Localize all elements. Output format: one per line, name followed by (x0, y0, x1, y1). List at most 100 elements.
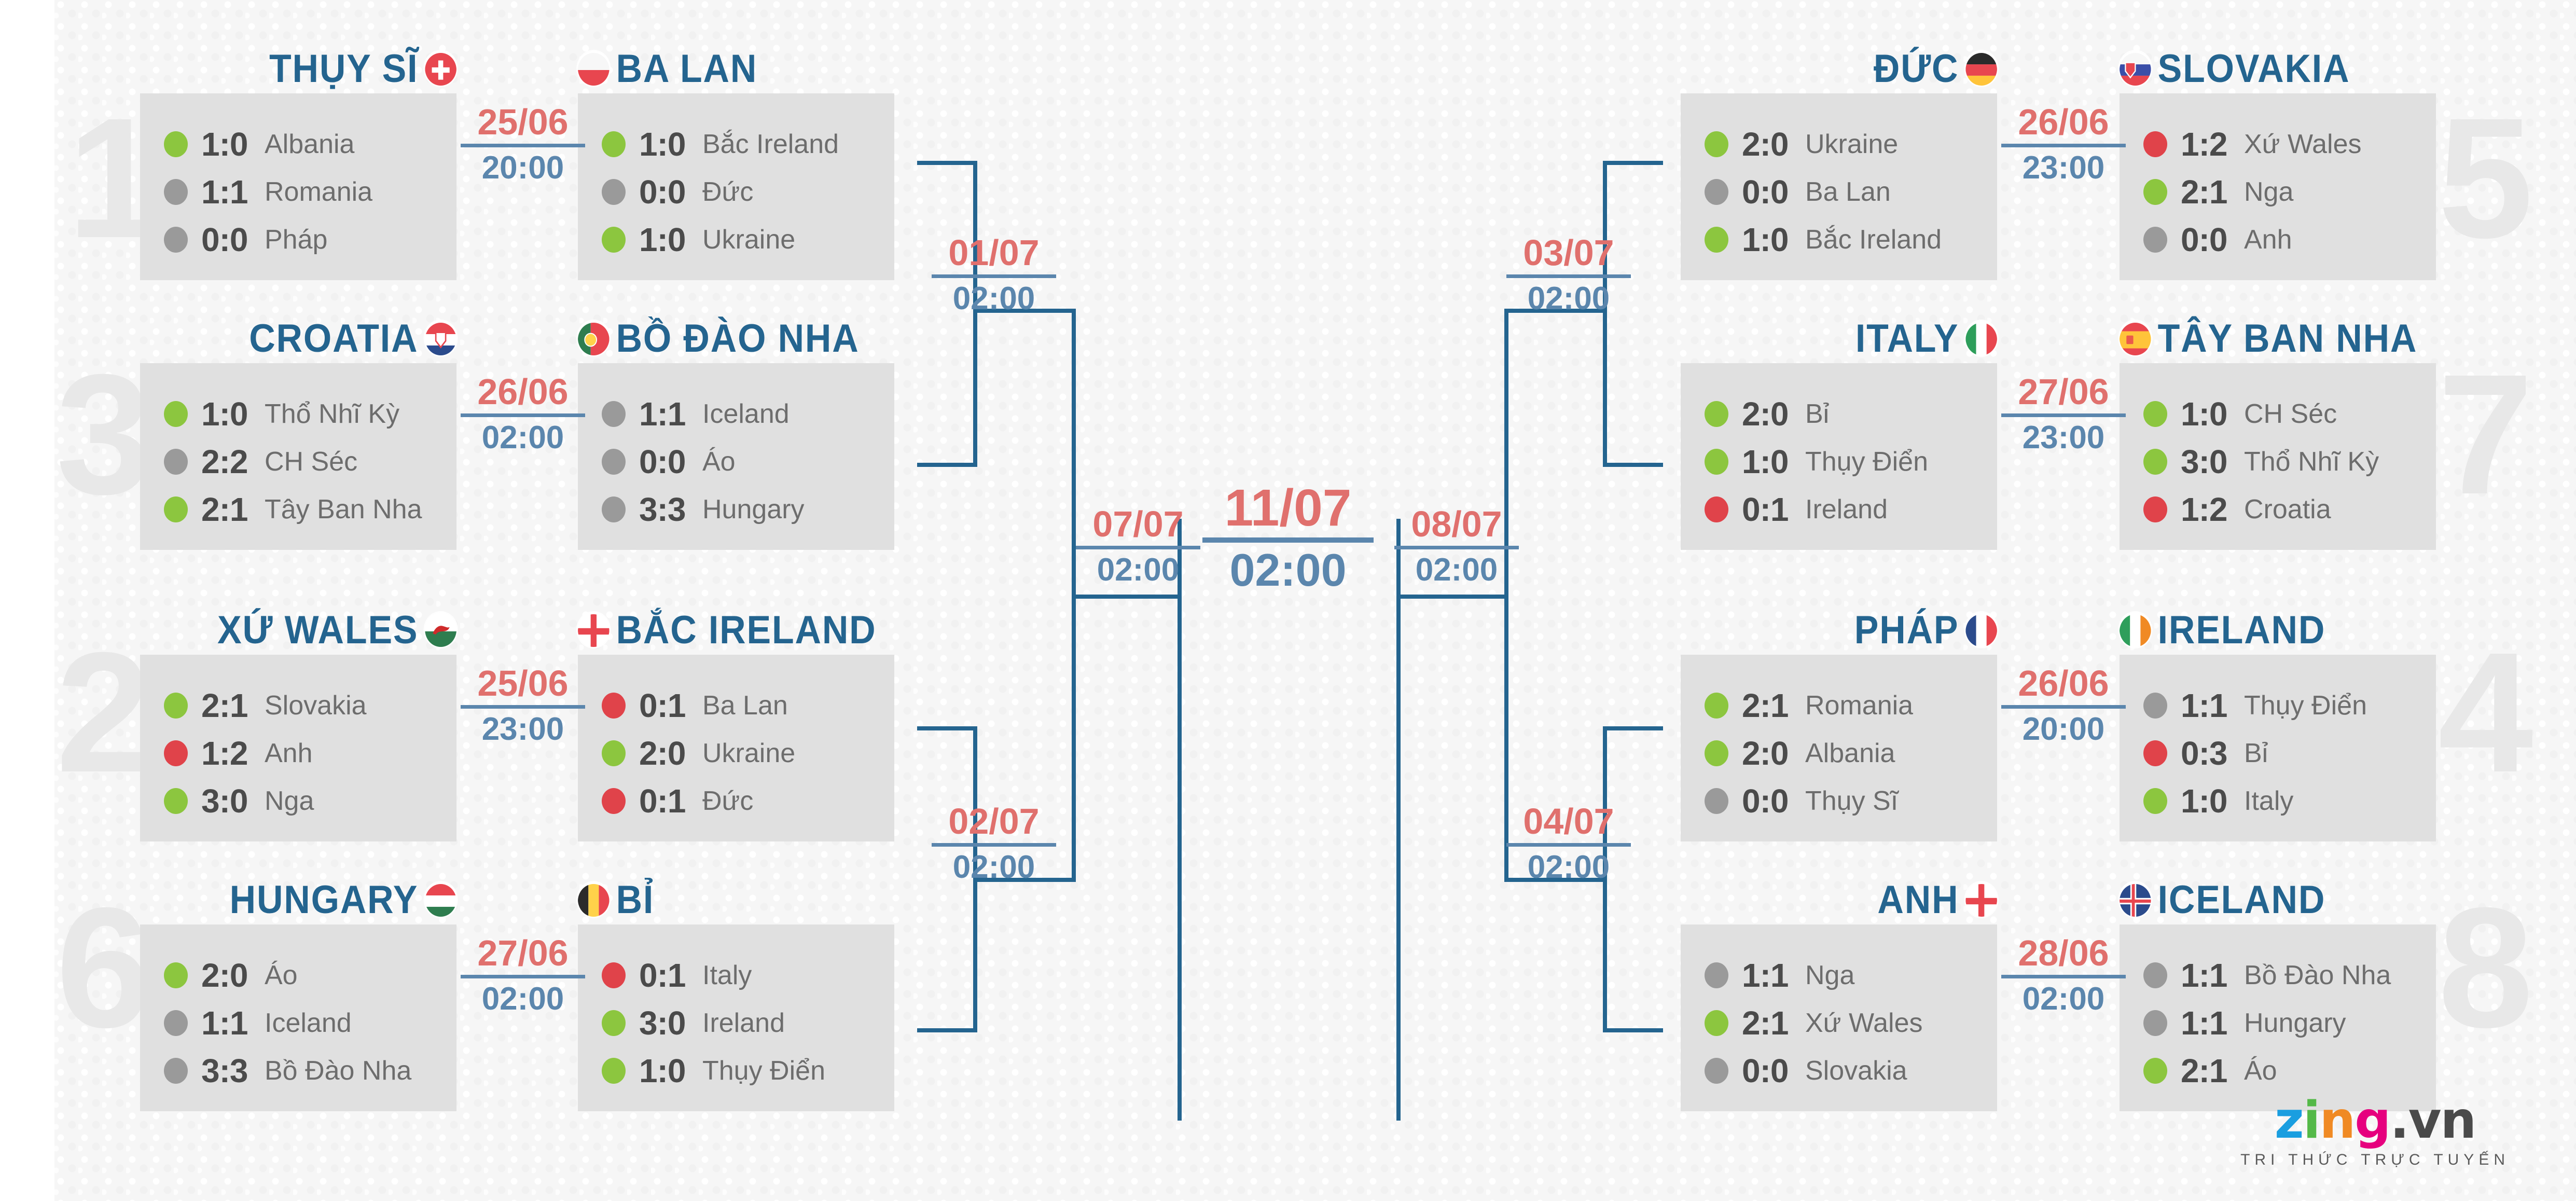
card-title-croatia: CROATIA (165, 313, 456, 363)
card-belgium[interactable]: BỈ 0:1 Italy 3:0 Ireland 1:0 Thụy Điển (578, 878, 894, 1111)
score: 1:1 (1742, 957, 1789, 994)
score: 2:2 (201, 443, 248, 480)
opponent: Áo (2244, 1056, 2277, 1086)
score: 1:1 (2181, 957, 2228, 994)
divider (2001, 413, 2126, 418)
result-dot (2143, 131, 2167, 157)
card-england[interactable]: ANH 1:1 Nga 2:1 Xứ Wales 0:0 Slovakia (1681, 878, 1997, 1111)
score: 3:0 (2181, 443, 2228, 480)
spain-flag-icon (2120, 321, 2151, 355)
card-poland[interactable]: BA LAN 1:0 Bắc Ireland 0:0 Đức 1:0 Ukrai… (578, 47, 894, 280)
card-iceland[interactable]: ICELAND 1:1 Bồ Đào Nha 1:1 Hungary 2:1 Á… (2120, 878, 2436, 1111)
match-row: 0:3 Bỉ (2143, 729, 2423, 777)
result-dot (164, 179, 188, 205)
card-france[interactable]: PHÁP 2:1 Romania 2:0 Albania 0:0 Thụy Sĩ (1681, 608, 1997, 841)
connector-qf-left-top-lower (917, 463, 977, 467)
result-dot (164, 1010, 188, 1036)
match-datetime-final: 11/07 02:00 (1202, 481, 1374, 593)
match-date: 27/06 (2018, 371, 2109, 412)
opponent: Croatia (2244, 494, 2331, 524)
connector-qf-left-top-vertical (973, 161, 977, 467)
match-datetime-r16-1: 25/06 20:00 (461, 102, 585, 185)
zing-logo[interactable]: zing.vn TRI THỨC TRỰC TUYẾN (2240, 1095, 2510, 1169)
result-dot (602, 1058, 626, 1084)
score: 2:1 (201, 687, 248, 724)
match-row: 3:0 Thổ Nhĩ Kỳ (2143, 438, 2423, 486)
score: 2:1 (2181, 1052, 2228, 1089)
opponent: Xứ Wales (1805, 1008, 1923, 1038)
result-dot (1705, 227, 1728, 253)
match-datetime-qf-left-bottom: 02/07 02:00 (932, 803, 1056, 884)
match-row: 2:1 Slovakia (164, 682, 444, 729)
match-row: 1:1 Iceland (602, 390, 882, 438)
match-datetime-semifinal-right: 08/07 02:00 (1394, 505, 1519, 587)
opponent: Romania (265, 177, 373, 207)
result-dot (1705, 1058, 1728, 1084)
match-datetime-r16-4: 26/06 20:00 (2001, 665, 2126, 746)
card-slovakia[interactable]: SLOVAKIA 1:2 Xứ Wales 2:1 Nga 0:0 Anh (2120, 47, 2436, 280)
match-rows-ireland: 1:1 Thụy Điển 0:3 Bỉ 1:0 Italy (2143, 682, 2423, 825)
score: 2:1 (201, 491, 248, 528)
card-hungary[interactable]: HUNGARY 2:0 Áo 1:1 Iceland 3:3 Bồ Đào Nh… (140, 878, 456, 1111)
opponent: Đức (702, 786, 754, 816)
match-datetime-qf-right-bottom: 04/07 02:00 (1506, 803, 1631, 884)
match-date: 03/07 (1523, 232, 1614, 273)
watermark-group-3: 3 (56, 338, 151, 530)
opponent: Đức (702, 177, 754, 207)
team-name-iceland: ICELAND (2157, 877, 2326, 922)
divider (932, 274, 1056, 279)
match-date: 27/06 (477, 933, 569, 973)
card-croatia[interactable]: CROATIA 1:0 Thổ Nhĩ Kỳ 2:2 CH Séc 2:1 Tâ… (140, 316, 456, 550)
divider (2001, 975, 2126, 979)
card-germany[interactable]: ĐỨC 2:0 Ukraine 0:0 Ba Lan 1:0 Bắc Irela… (1681, 47, 1997, 280)
opponent: Hungary (702, 494, 805, 524)
match-time: 02:00 (481, 981, 564, 1017)
connector-sf-right-vertical (1504, 309, 1508, 882)
divider (461, 144, 585, 148)
score: 3:0 (639, 1004, 686, 1042)
divider (461, 975, 585, 979)
card-title-germany: ĐỨC (1706, 44, 1997, 93)
score: 1:2 (2181, 491, 2228, 528)
score: 2:0 (1742, 126, 1789, 163)
match-datetime-r16-8: 28/06 02:00 (2001, 934, 2126, 1016)
card-northern-ireland[interactable]: BẮC IRELAND 0:1 Ba Lan 2:0 Ukraine 0:1 Đ… (578, 608, 894, 841)
match-row: 0:1 Ireland (1705, 486, 1985, 533)
match-row: 2:1 Áo (2143, 1047, 2423, 1095)
opponent: Ba Lan (1805, 177, 1891, 207)
germany-flag-icon (1965, 51, 1997, 86)
opponent: Ukraine (702, 225, 796, 255)
match-row: 1:1 Romania (164, 168, 444, 216)
result-dot (1705, 449, 1728, 475)
match-rows-spain: 1:0 CH Séc 3:0 Thổ Nhĩ Kỳ 1:2 Croatia (2143, 390, 2423, 533)
match-date: 25/06 (477, 102, 569, 142)
connector-qf-left-top-upper (917, 161, 977, 165)
opponent: Slovakia (265, 691, 367, 721)
match-row: 2:1 Xứ Wales (1705, 999, 1985, 1047)
opponent: Italy (2244, 786, 2294, 816)
result-dot (602, 788, 626, 814)
connector-qf-right-top-lower (1603, 463, 1663, 467)
card-portugal[interactable]: BỒ ĐÀO NHA 1:1 Iceland 0:0 Áo 3:3 Hungar… (578, 316, 894, 550)
card-swiss[interactable]: THỤY SĨ 1:0 Albania 1:1 Romania 0:0 Pháp (140, 47, 456, 280)
score: 1:0 (2181, 782, 2228, 820)
card-ireland[interactable]: IRELAND 1:1 Thụy Điển 0:3 Bỉ 1:0 Italy (2120, 608, 2436, 841)
divider (932, 843, 1056, 847)
england-flag-icon (1965, 882, 1997, 917)
card-italy[interactable]: ITALY 2:0 Bỉ 1:0 Thụy Điển 0:1 Ireland (1681, 316, 1997, 550)
match-date: 26/06 (2018, 663, 2109, 703)
connector-qf-right-top-vertical (1603, 161, 1607, 467)
watermark-group-6: 6 (56, 872, 151, 1063)
match-rows-portugal: 1:1 Iceland 0:0 Áo 3:3 Hungary (602, 390, 882, 533)
opponent: Bồ Đào Nha (2244, 960, 2391, 990)
match-row: 2:0 Ukraine (602, 729, 882, 777)
card-spain[interactable]: TÂY BAN NHA 1:0 CH Séc 3:0 Thổ Nhĩ Kỳ 1:… (2120, 316, 2436, 550)
card-wales[interactable]: XỨ WALES 2:1 Slovakia 1:2 Anh 3:0 Nga (140, 608, 456, 841)
result-dot (164, 740, 188, 766)
result-dot (2143, 740, 2167, 766)
score: 1:1 (2181, 1004, 2228, 1042)
card-title-england: ANH (1706, 875, 1997, 924)
opponent: Bắc Ireland (702, 129, 839, 159)
connector-qf-right-top-upper (1603, 161, 1663, 165)
